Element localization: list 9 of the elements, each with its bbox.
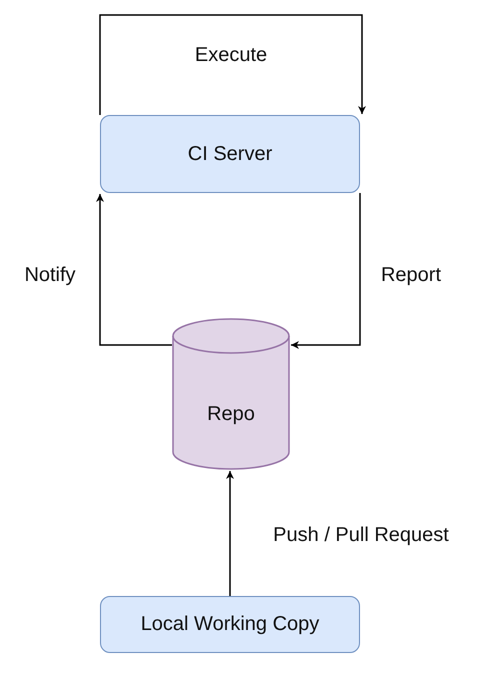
- process-box: [100, 115, 360, 193]
- arrow: [96, 194, 172, 346]
- node-label: Repo: [207, 402, 255, 426]
- arrow: [226, 471, 234, 596]
- arrow: [291, 193, 361, 349]
- arrow: [99, 14, 366, 115]
- node-label: Local Working Copy: [140, 612, 320, 637]
- process-box: [100, 596, 360, 653]
- node-label: CI Server: [188, 142, 272, 166]
